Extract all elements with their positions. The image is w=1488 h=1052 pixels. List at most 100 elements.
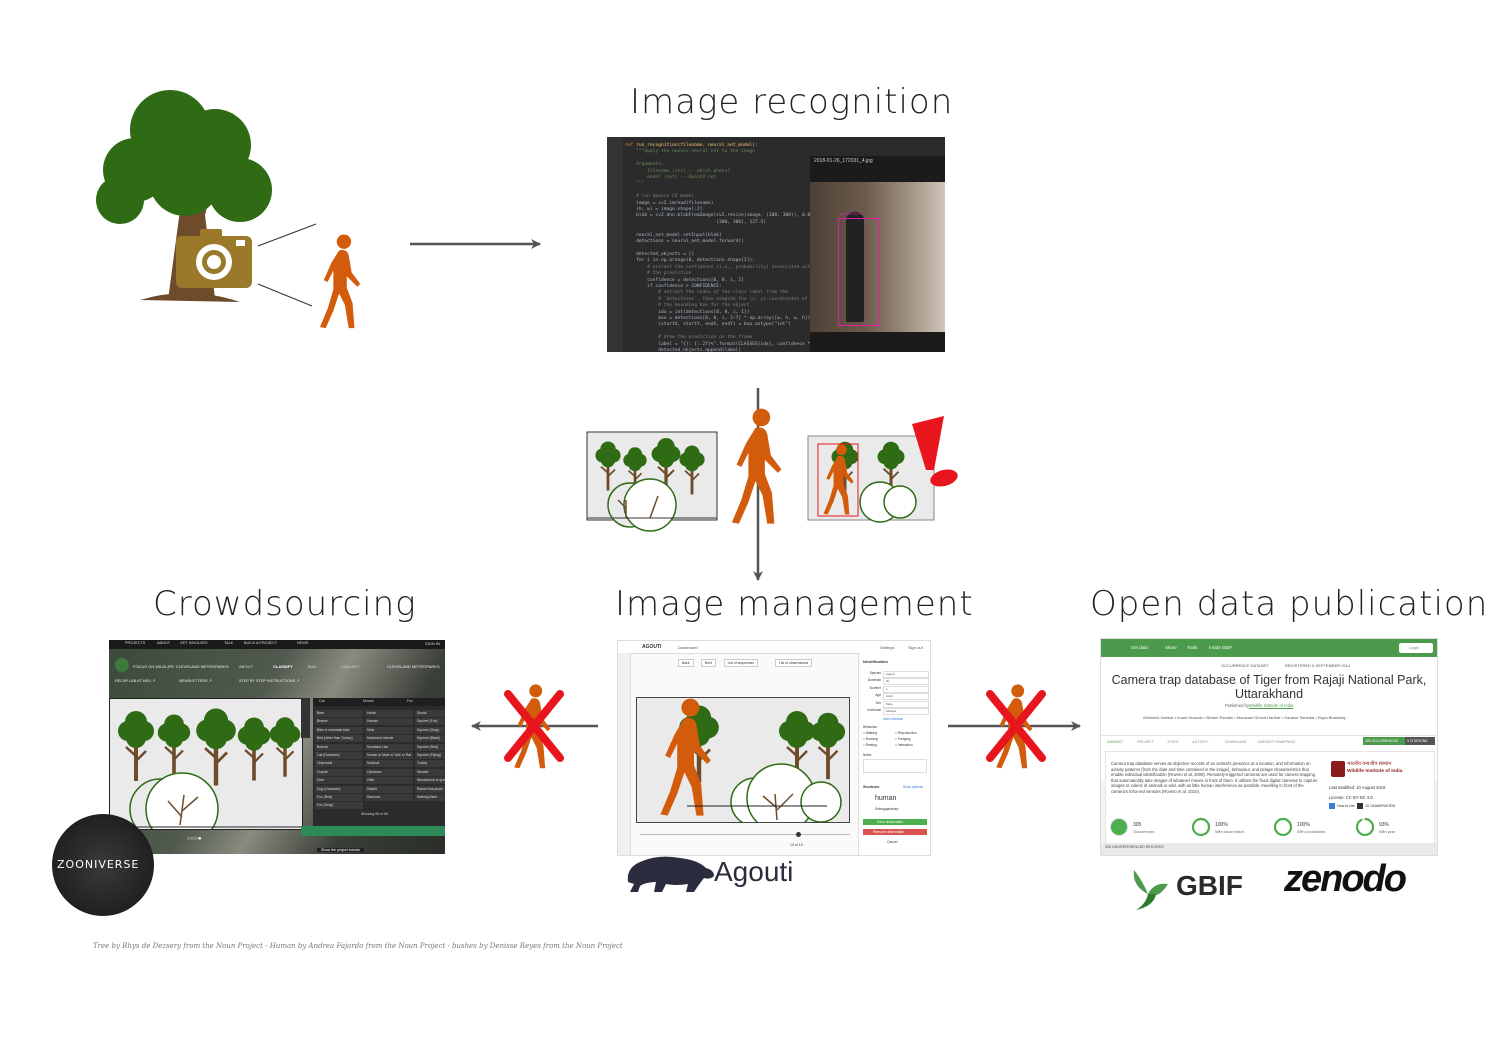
behaviour-checkbox[interactable]: □ Resting	[863, 743, 877, 747]
doi-link[interactable]: 10.15468/RUEIEW	[1365, 804, 1396, 808]
nav-button[interactable]: Back	[678, 659, 694, 667]
publisher-link[interactable]: Wildlife Institute of India	[1249, 703, 1294, 708]
species-option[interactable]: Squirrel (Black)	[415, 735, 445, 743]
tab-talk[interactable]: TALK	[307, 664, 317, 669]
nav-item-tools[interactable]: Tools	[1187, 645, 1198, 650]
species-option[interactable]: Chipmunk	[315, 760, 363, 768]
species-option[interactable]: Fox (Gray)	[315, 802, 363, 810]
species-option[interactable]: Cat (Domestic)	[315, 752, 363, 759]
blocked-human-crowdsourcing	[504, 684, 564, 769]
nav-item-about[interactable]: ABOUT	[157, 641, 171, 645]
how-to-cite[interactable]: How to cite	[1337, 804, 1355, 808]
dashboard-link[interactable]: Dashboard	[678, 645, 698, 650]
sign-out-link[interactable]: Sign out	[908, 645, 923, 650]
species-option[interactable]: Motorized vehicle	[365, 735, 413, 743]
remove-observation-button[interactable]: Remove observation	[873, 829, 905, 834]
species-option[interactable]: Mink	[365, 726, 413, 734]
nav-button[interactable]: List of sequences	[723, 659, 758, 667]
external-link[interactable]: STEP BY STEP INSTRUCTIONS ↗	[239, 679, 300, 683]
species-option[interactable]: Beaver	[315, 718, 363, 726]
species-option[interactable]: Horse	[365, 710, 413, 717]
nav-item-projects[interactable]: PROJECTS	[125, 641, 146, 645]
tab-download[interactable]: DOWNLOAD	[1225, 740, 1247, 744]
species-option[interactable]: Mountain Lion	[365, 743, 413, 751]
nav-item-talk[interactable]: TALK	[224, 641, 234, 645]
nav-item-get-data[interactable]: Get data	[1131, 645, 1148, 650]
tutorial-button[interactable]: Show the project tutorial	[317, 848, 364, 852]
field-value[interactable]: Male	[883, 700, 929, 708]
species-option[interactable]: Squirrel (Flying)	[415, 752, 445, 759]
species-option[interactable]: Woodchuck or groundhog	[415, 777, 445, 785]
field-value[interactable]: Adult	[883, 693, 929, 701]
species-option[interactable]: Turkey	[415, 760, 445, 768]
code-line: box = detections[0, 0, i, 3:7] * np.arra…	[625, 315, 811, 321]
field-value[interactable]: Agouti	[883, 671, 929, 678]
tab-about[interactable]: ABOUT	[239, 664, 253, 669]
species-option[interactable]: Muskrat	[365, 760, 413, 768]
sign-in-link[interactable]: SIGN IN	[425, 641, 440, 646]
species-option[interactable]: Otter	[365, 777, 413, 785]
nav-button[interactable]: List of observations	[775, 659, 813, 667]
shortcut-human[interactable]: human	[875, 795, 897, 802]
tab-stats[interactable]: STATS	[1167, 740, 1179, 744]
tab-collect[interactable]: COLLECT	[341, 664, 360, 669]
nav-item-news[interactable]: NEWS	[297, 641, 309, 645]
species-option[interactable]: Bike or mountain bike	[315, 726, 363, 734]
species-option[interactable]: Bear	[315, 710, 363, 717]
species-option[interactable]: Nothing there	[415, 794, 445, 801]
pagination-dots[interactable]: ○○○●	[187, 836, 202, 842]
cancel-button[interactable]: Cancel	[887, 840, 898, 844]
show-optional-link[interactable]: Show optional	[903, 785, 924, 789]
species-option[interactable]: Squirrel (Red)	[415, 743, 445, 751]
external-link[interactable]: RECAP LAB AT MSU ↗	[115, 679, 156, 683]
tab-dataset-homepage[interactable]: DATASET HOMEPAGE	[1258, 740, 1296, 744]
species-option[interactable]: Deer	[315, 777, 363, 785]
notes-input[interactable]	[863, 759, 927, 773]
field-value[interactable]: 1	[883, 685, 929, 693]
camera-icon	[176, 229, 252, 288]
tab-activity[interactable]: ACTIVITY	[1192, 740, 1209, 744]
species-option[interactable]: Skunk	[415, 710, 445, 717]
project-right-label: CLEVELAND METROPARKS	[387, 664, 440, 669]
nav-item-get-involved[interactable]: GET INVOLVED	[180, 641, 208, 645]
species-option[interactable]: Weasel	[415, 768, 445, 776]
settings-link[interactable]: Settings	[880, 645, 895, 650]
behaviour-checkbox[interactable]: □ Foraging	[895, 737, 911, 741]
shortcut-other[interactable]: Selbugajasdviep	[875, 807, 899, 811]
species-option[interactable]: Human	[365, 718, 413, 726]
species-option[interactable]: Opossum	[365, 768, 413, 776]
behaviour-checkbox[interactable]: □ Running	[863, 737, 878, 741]
behaviour-checkbox[interactable]: □ Walking	[863, 731, 878, 735]
occurrences-button[interactable]: 305 OCCURRENCES	[1365, 739, 1399, 743]
species-option[interactable]: Report this photo	[415, 785, 445, 793]
species-option[interactable]: Fox (Red)	[315, 794, 363, 801]
field-value[interactable]: No	[883, 678, 929, 686]
tab-dataset[interactable]: DATASET	[1107, 740, 1124, 744]
external-link[interactable]: NEWSLETTERS ↗	[179, 679, 212, 683]
login-button[interactable]: Login	[1409, 645, 1419, 650]
behaviour-checkbox[interactable]: □ Reproduction	[895, 731, 917, 735]
species-option[interactable]: Dog (Domestic)	[315, 785, 363, 793]
citations-button[interactable]: 3 CITATIONS	[1407, 739, 1428, 743]
nav-item-inside-gbif[interactable]: Inside GBIF	[1209, 645, 1233, 650]
field-value[interactable]: Multiple	[883, 708, 929, 715]
human-icon-large	[731, 408, 782, 524]
species-option[interactable]: Mouse or Mole or Vole or Rat	[365, 752, 413, 759]
nav-item-build-a-project[interactable]: BUILD A PROJECT	[244, 641, 278, 645]
tab-project[interactable]: PROJECT	[1137, 740, 1154, 744]
nav-button[interactable]: Next	[700, 659, 716, 667]
code-line: for i in np.arange(0, detections.shape[2…	[625, 258, 755, 264]
tab-classify[interactable]: CLASSIFY	[273, 664, 293, 669]
save-observation-button[interactable]: Save observation	[877, 819, 904, 824]
species-option[interactable]: Coyote	[315, 768, 363, 776]
species-option[interactable]: Squirrel (Fox)	[415, 718, 445, 726]
nav-item-share[interactable]: Share	[1165, 645, 1177, 650]
species-option[interactable]: Bobcat	[315, 743, 363, 751]
species-option[interactable]: Squirrel (Gray)	[415, 726, 445, 734]
behaviour-checkbox[interactable]: □ Interaction	[895, 743, 913, 747]
species-option[interactable]: Bird (other than Turkey)	[315, 735, 363, 743]
species-option[interactable]: Raccoon	[365, 794, 413, 801]
species-option[interactable]: Rabbit	[365, 785, 413, 793]
add-individual-link[interactable]: Add individual	[883, 717, 903, 721]
